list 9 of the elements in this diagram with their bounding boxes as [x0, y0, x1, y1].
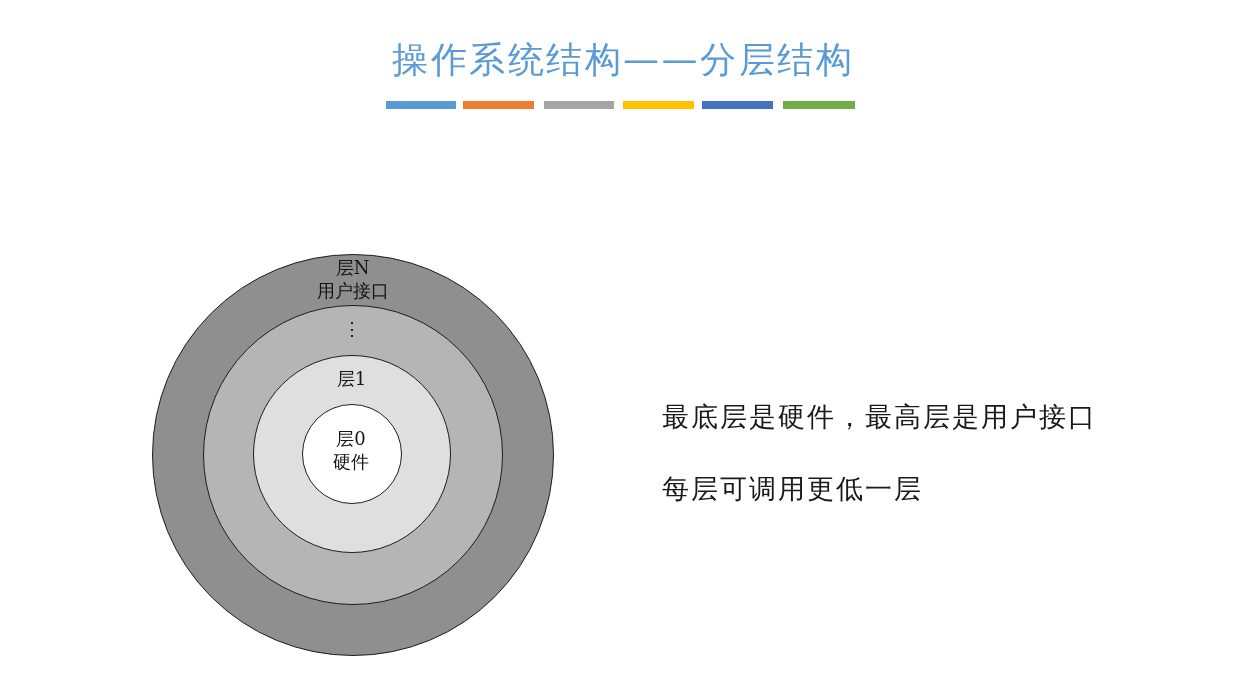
vertical-ellipsis: ⋮: [343, 318, 361, 340]
note-text: 最底层是硬件，最高层是用户接口: [662, 400, 1097, 434]
title: 操作系统结构——分层结构: [392, 38, 854, 82]
layer-label: 层N: [335, 256, 370, 279]
layer-label: 层0: [336, 428, 366, 450]
layer-caption: 硬件: [333, 451, 369, 473]
layer-label: 层1: [336, 367, 367, 390]
note-text: 每层可调用更低一层: [662, 472, 923, 506]
layer-caption: 用户接口: [316, 279, 389, 302]
